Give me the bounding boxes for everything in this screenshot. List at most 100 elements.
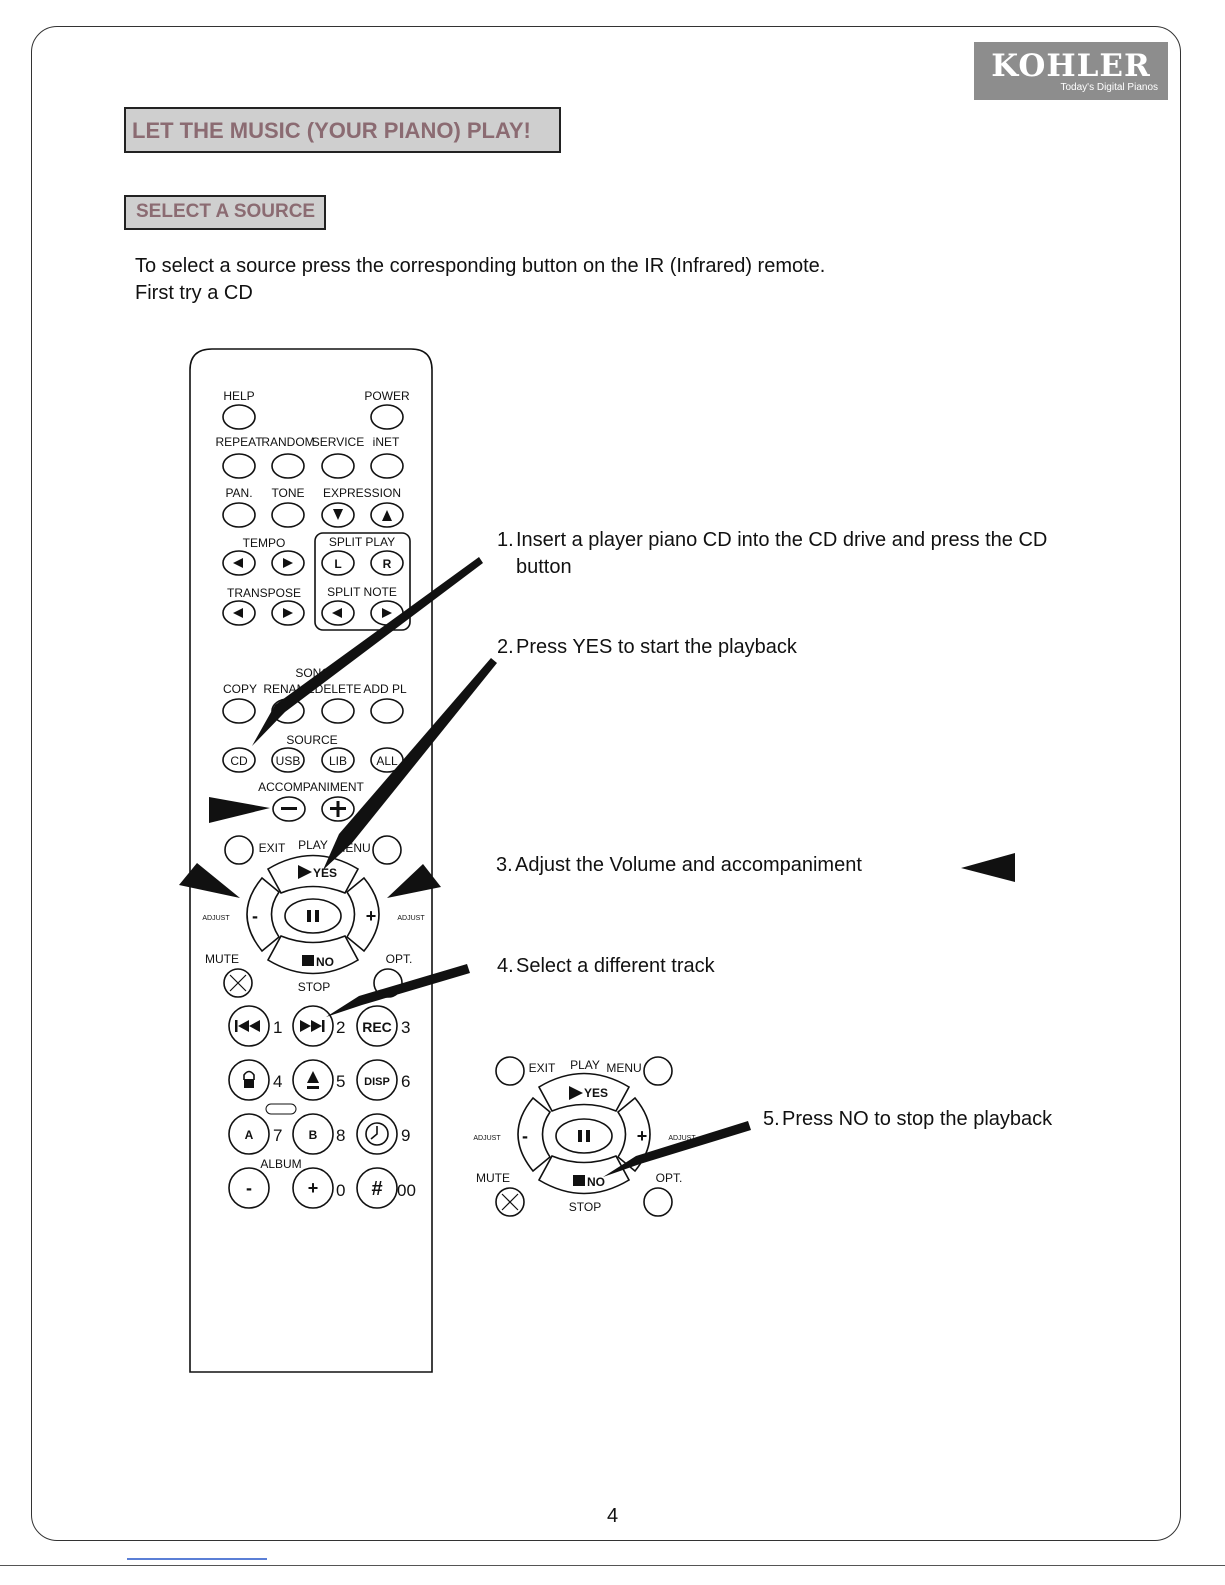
step-number: 2. <box>497 636 514 658</box>
step-text: Press NO to stop the playback <box>782 1108 1053 1130</box>
adjust-minus-button <box>246 876 281 953</box>
mute-button-zoom <box>495 1187 525 1217</box>
clock-button <box>356 1113 398 1155</box>
step-3: 3.Adjust the Volume and accompaniment <box>496 852 862 879</box>
arrow-to-next-track <box>326 964 470 1017</box>
copy-button <box>222 698 256 724</box>
remote-label: EXIT <box>259 841 286 855</box>
pause-button-zoom <box>555 1118 613 1154</box>
remote-label: POWER <box>364 389 410 403</box>
split-play-r-button <box>370 550 404 576</box>
remote-label: SERVICE <box>312 435 364 449</box>
logo-name: KOHLER <box>991 48 1151 84</box>
left-triangle-icon <box>233 608 243 618</box>
remote-label: EXIT <box>529 1061 556 1075</box>
random-button <box>271 453 305 479</box>
eject-button <box>292 1059 334 1101</box>
split-play-l-button <box>321 550 355 576</box>
inet-button <box>370 453 404 479</box>
pause-icon <box>307 910 311 922</box>
intro-text: To select a source press the correspondi… <box>135 253 825 307</box>
remote-label: SPLIT PLAY <box>329 535 395 549</box>
section-heading: SELECT A SOURCE <box>124 195 326 230</box>
step-number: 4. <box>497 955 514 977</box>
logo-tagline: Today's Digital Pianos <box>1060 82 1158 93</box>
tempo-left-button <box>222 550 256 576</box>
step-text-continued: button <box>516 556 572 578</box>
digit-label: 0 <box>336 1181 345 1200</box>
cd-button <box>222 747 256 773</box>
remote-label: ACCOMPANIMENT <box>258 780 364 794</box>
remote-label: ALL <box>376 754 398 768</box>
mute-button <box>223 968 253 998</box>
album-plus-button <box>292 1167 334 1209</box>
adjust-plus-button-zoom <box>616 1096 651 1173</box>
intro-line: To select a source press the correspondi… <box>135 255 826 277</box>
right-triangle-icon <box>283 558 293 568</box>
adjust-plus-button <box>345 876 380 953</box>
transpose-right-button <box>271 600 305 626</box>
prev-track-button <box>228 1005 270 1047</box>
yes-play-button-zoom <box>537 1072 631 1113</box>
add-pl-button <box>370 698 404 724</box>
remote-label: REC <box>362 1019 392 1035</box>
arrow-to-adjust-right <box>387 864 441 898</box>
remote-label: ALBUM <box>260 1157 301 1171</box>
prev-track-icon <box>235 1020 238 1032</box>
remote-label: OPT. <box>656 1171 683 1185</box>
step-4: 4.Select a different track <box>497 953 715 980</box>
kohler-logo: KOHLER Today's Digital Pianos <box>974 42 1168 100</box>
disp-button <box>356 1059 398 1101</box>
digit-label: 9 <box>401 1126 410 1145</box>
up-triangle-icon <box>382 510 392 521</box>
remote-label: ADJUST <box>397 915 425 922</box>
remote-label: B <box>309 1128 318 1142</box>
remote-label: MUTE <box>476 1171 510 1185</box>
remote-label: TONE <box>271 486 304 500</box>
remote-label: ADJUST <box>202 915 230 922</box>
remote-label: ADJUST <box>668 1135 696 1142</box>
tempo-right-button <box>271 550 305 576</box>
remote-label: + <box>308 1178 319 1198</box>
service-button <box>321 453 355 479</box>
remote-label: DELETE <box>315 682 362 696</box>
right-triangle-icon <box>283 608 293 618</box>
remote-label: EXPRESSION <box>323 486 401 500</box>
remote-label: SOURCE <box>286 733 337 747</box>
remote-label: - <box>246 1178 252 1198</box>
down-triangle-icon <box>333 509 343 520</box>
accompaniment-plus-button <box>321 796 355 822</box>
page-number: 4 <box>606 1505 619 1527</box>
ab-repeat-marker <box>265 1103 297 1115</box>
remote-label: STOP <box>298 980 330 994</box>
rec-button <box>356 1005 398 1047</box>
hash-button <box>356 1167 398 1209</box>
arrow-volume-indicator <box>961 853 1015 882</box>
step-5: 5.Press NO to stop the playback <box>763 1106 1052 1133</box>
bottom-divider <box>0 1565 1225 1566</box>
left-triangle-icon <box>332 608 342 618</box>
remote-label: YES <box>584 1086 608 1100</box>
intro-line: First try a CD <box>135 282 253 304</box>
remote-label: PAN. <box>225 486 252 500</box>
split-note-left-button <box>321 600 355 626</box>
remote-label: PLAY <box>570 1058 600 1072</box>
step-number: 1. <box>497 529 514 551</box>
minus-icon <box>281 807 297 810</box>
remote-label: iNET <box>373 435 400 449</box>
step-text: Select a different track <box>516 955 715 977</box>
power-button <box>370 404 404 430</box>
stop-icon <box>302 955 314 966</box>
expression-up-button <box>370 502 404 528</box>
right-triangle-icon <box>382 608 392 618</box>
remote-label: COPY <box>223 682 257 696</box>
digit-label: 3 <box>401 1018 410 1037</box>
remote-label: ADJUST <box>473 1135 501 1142</box>
remote-label: CD <box>230 754 248 768</box>
remote-label: ADD PL <box>363 682 407 696</box>
remote-body <box>189 348 433 1373</box>
remote-label: MUTE <box>205 952 239 966</box>
left-triangle-icon <box>233 558 243 568</box>
remote-label: - <box>252 906 258 926</box>
remote-label: HELP <box>223 389 254 403</box>
